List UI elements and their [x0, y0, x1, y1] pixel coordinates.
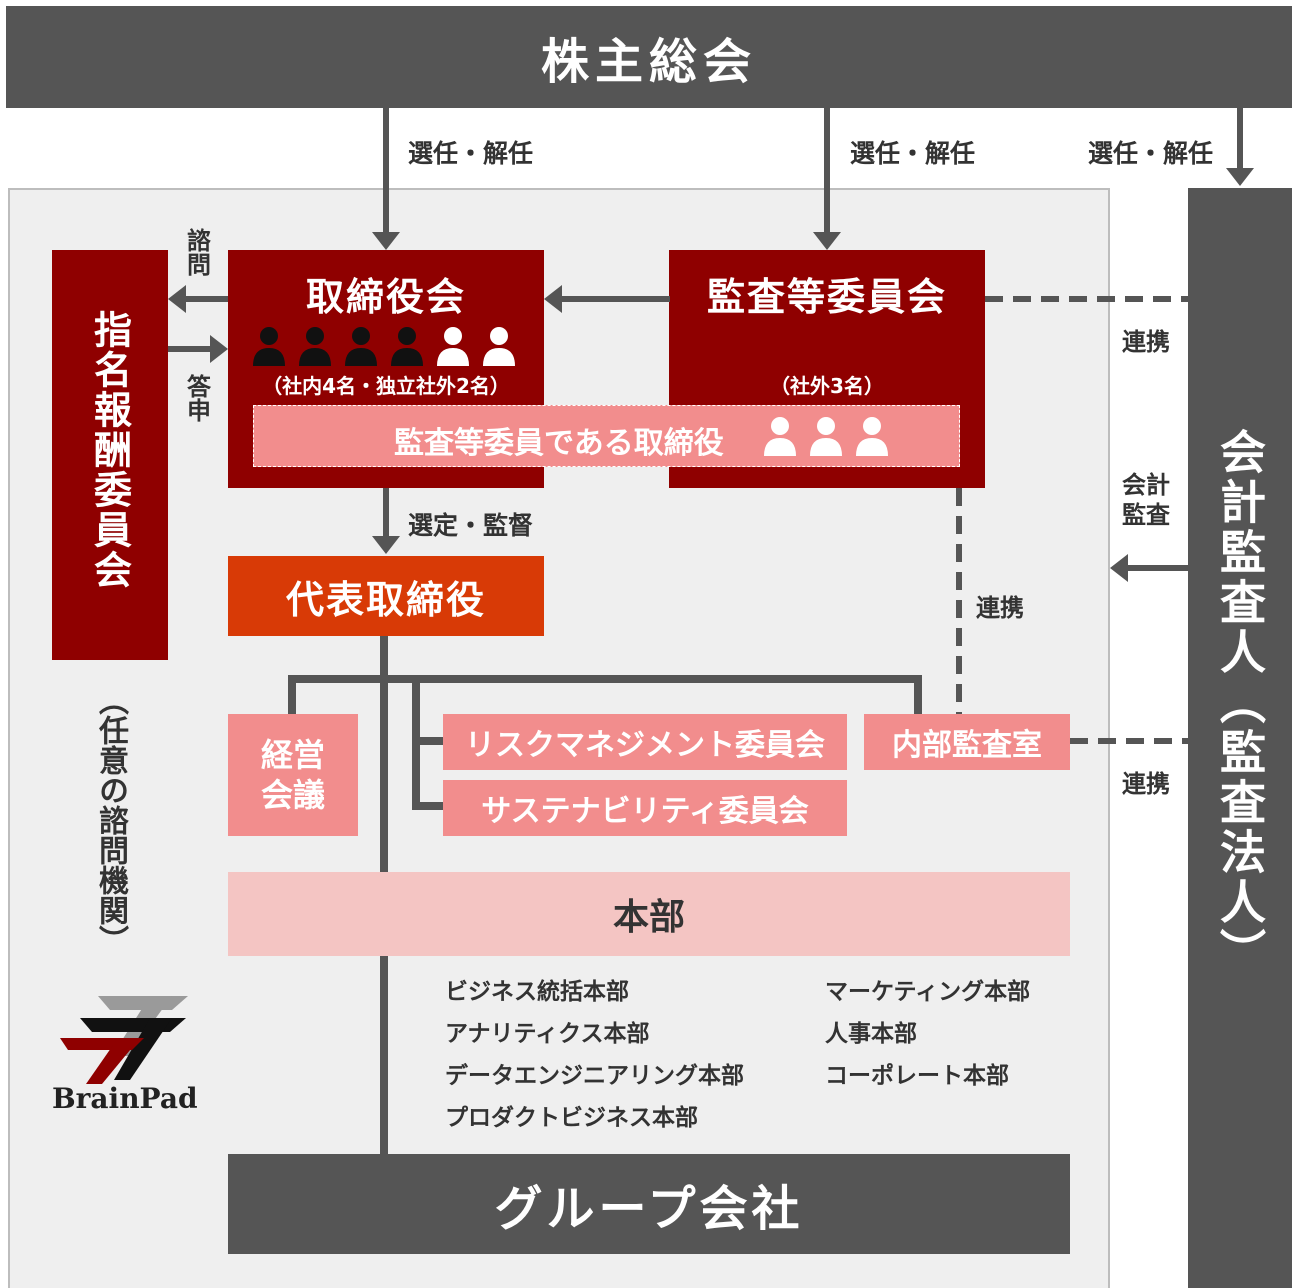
branch-risk	[412, 737, 444, 745]
internal-audit-box: 内部監査室	[864, 714, 1070, 770]
division-item-left-2: アナリティクス本部	[445, 1021, 650, 1047]
accounting-audit-line	[1126, 565, 1188, 571]
person-icon-audit-1	[764, 417, 796, 456]
divisions-title: 本部	[612, 897, 685, 938]
elect-arrow-auditor-head	[1226, 168, 1254, 186]
selection-arrow-head	[372, 536, 400, 554]
divisions-box: 本部	[228, 872, 1070, 956]
nomination-committee-label: 指名報酬委員会	[87, 310, 132, 590]
person-icon-internal-4	[391, 327, 423, 366]
ceo-label: 代表取締役	[285, 577, 486, 622]
elect-dismiss-label-1: 選任・解任	[408, 139, 534, 168]
accounting-audit-text: 会計監査	[1122, 471, 1170, 529]
branch-mgmt-drop	[288, 675, 296, 715]
elect-arrow-board-line	[383, 108, 389, 236]
consult-arrow-line	[185, 296, 229, 302]
shareholders-meeting-label: 株主総会	[540, 34, 757, 90]
brainpad-logo-text: BrainPad	[52, 1082, 198, 1115]
division-item-left-3: データエンジニアリング本部	[445, 1063, 744, 1089]
division-item-right-1: マーケティング本部	[825, 979, 1031, 1005]
sustainability-committee-label: サステナビリティ委員会	[481, 794, 809, 829]
group-companies-label: グループ会社	[494, 1181, 804, 1237]
branch-internal-drop	[914, 675, 922, 715]
division-item-left-4: プロダクトビジネス本部	[445, 1105, 698, 1131]
elect-dismiss-label-2: 選任・解任	[850, 139, 976, 168]
division-item-right-2: 人事本部	[825, 1021, 917, 1047]
person-icon-internal-1	[253, 327, 285, 366]
report-arrow-line	[168, 346, 212, 352]
nomination-committee-box: 指名報酬委員会	[52, 250, 168, 660]
audit-auditor-link	[985, 296, 1188, 302]
accounting-audit-label: 会計監査	[1122, 470, 1182, 530]
elect-arrow-board-head	[372, 232, 400, 250]
audit-directors-label: 監査等委員である取締役	[394, 426, 724, 461]
ceo-box: 代表取締役	[228, 556, 544, 636]
auditor-box: 会計監査人（監査法人）	[1188, 188, 1292, 1288]
nomination-note: （任意の諮問機関）	[93, 685, 128, 955]
brainpad-logo-mark	[60, 996, 188, 1084]
divisions-trunk-over	[380, 872, 388, 956]
report-arrow-head	[210, 335, 228, 363]
internal-audit-label: 内部監査室	[892, 728, 1042, 763]
division-item-right-3: コーポレート本部	[825, 1063, 1009, 1089]
collab-label-top: 連携	[1122, 328, 1170, 356]
elect-dismiss-label-3: 選任・解任	[1088, 139, 1214, 168]
person-icon-internal-3	[345, 327, 377, 366]
branch-line	[288, 675, 922, 683]
person-icon-independent-1	[437, 327, 469, 366]
group-companies-box: グループ会社	[228, 1154, 1070, 1254]
audit-directors-band: 監査等委員である取締役	[253, 405, 960, 467]
selection-supervision-label: 選定・監督	[408, 511, 534, 540]
elect-arrow-audit-line	[824, 108, 830, 236]
person-icon-audit-3	[856, 417, 888, 456]
person-icon-audit-2	[810, 417, 842, 456]
management-meeting-label: 経営会議	[260, 736, 325, 814]
audit-to-board-line	[560, 296, 670, 302]
person-icon-internal-2	[299, 327, 331, 366]
risk-committee-box: リスクマネジメント委員会	[443, 714, 847, 770]
branch-sustain	[412, 802, 444, 810]
person-icon-independent-2	[483, 327, 515, 366]
audit-internal-link	[956, 488, 962, 714]
accounting-audit-head	[1110, 554, 1128, 582]
elect-arrow-auditor-line	[1237, 108, 1243, 170]
selection-arrow-line	[383, 488, 389, 540]
division-item-left-1: ビジネス統括本部	[445, 979, 629, 1005]
sustainability-committee-box: サステナビリティ委員会	[443, 780, 847, 836]
auditor-label: 会計監査人（監査法人）	[1213, 428, 1267, 978]
risk-committee-label: リスクマネジメント委員会	[465, 728, 825, 763]
consult-arrow-head	[168, 285, 186, 313]
collab-label-mid: 連携	[976, 594, 1024, 622]
elect-arrow-audit-head	[813, 232, 841, 250]
board-composition: （社内4名・独立社外2名）	[262, 373, 510, 398]
management-meeting-box: 経営会議	[228, 714, 358, 836]
audit-committee-composition: （社外3名）	[770, 373, 884, 398]
internal-auditor-link	[1070, 738, 1188, 744]
audit-committee-title: 監査等委員会	[706, 274, 947, 319]
board-box: 取締役会 （社内4名・独立社外2名）	[228, 250, 544, 488]
audit-to-board-head	[544, 285, 562, 313]
board-title: 取締役会	[305, 274, 466, 319]
collab-label-bottom: 連携	[1122, 770, 1170, 798]
shareholders-meeting-box: 株主総会	[6, 6, 1292, 108]
consult-label: 諮問	[182, 228, 211, 276]
report-label: 答申	[182, 374, 211, 422]
